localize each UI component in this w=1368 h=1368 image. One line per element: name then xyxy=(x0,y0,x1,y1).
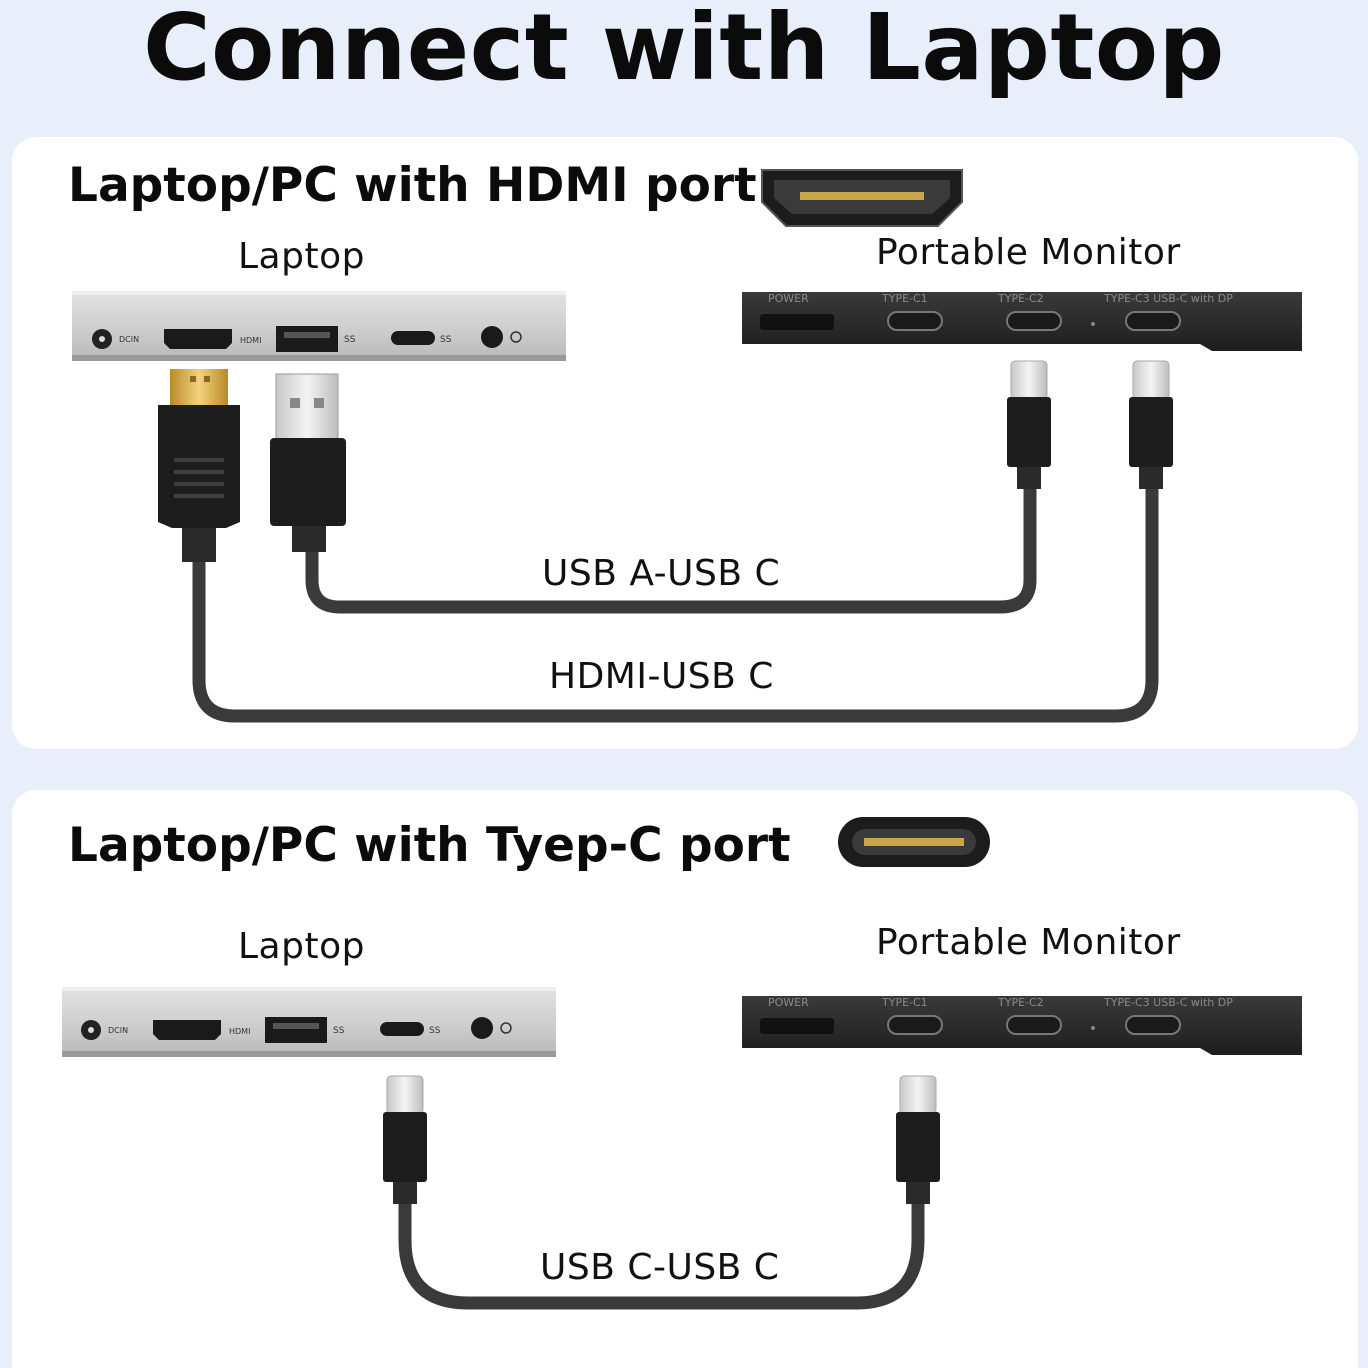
usb-c-plug-b xyxy=(1129,360,1173,489)
usb-c-plug-monitor xyxy=(896,1075,940,1204)
cable-label-usbc-usbc: USB C-USB C xyxy=(540,1247,780,1288)
laptop-side-1: DCIN HDMI SS SS xyxy=(72,291,566,361)
dcin-port-label-1: DCIN xyxy=(119,335,139,344)
ss-label-1b: SS xyxy=(440,335,452,345)
monitor-power-label-2: POWER xyxy=(768,996,809,1009)
monitor-c1-label-2: TYPE-C1 xyxy=(881,996,928,1009)
laptop-label-2: Laptop xyxy=(238,926,365,967)
ss-label-2a: SS xyxy=(333,1026,345,1036)
page-title: Connect with Laptop xyxy=(143,0,1225,101)
usb-c-port-icon xyxy=(838,817,990,867)
monitor-power-label-1: POWER xyxy=(768,292,809,305)
typec-section-panel xyxy=(12,790,1358,1368)
dcin-port-label-2: DCIN xyxy=(108,1026,128,1035)
hdmi-port-label-2: HDMI xyxy=(229,1027,250,1036)
monitor-c2-label-2: TYPE-C2 xyxy=(997,996,1044,1009)
hdmi-port-icon xyxy=(761,169,963,227)
monitor-c3-label-2: TYPE-C3 USB-C with DP xyxy=(1103,996,1233,1009)
hdmi-section-heading: Laptop/PC with HDMI port xyxy=(68,158,757,213)
usb-a-plug xyxy=(270,373,346,552)
ss-label-2b: SS xyxy=(429,1026,441,1036)
usb-c-plug-laptop xyxy=(383,1075,427,1204)
monitor-c2-label-1: TYPE-C2 xyxy=(997,292,1044,305)
laptop-side-2: DCIN HDMI SS SS xyxy=(62,987,556,1057)
usb-c-plug-a xyxy=(1007,360,1051,489)
cable-label-hdmi-usbc: HDMI-USB C xyxy=(549,656,774,697)
monitor-c1-label-1: TYPE-C1 xyxy=(881,292,928,305)
monitor-label-1: Portable Monitor xyxy=(876,232,1181,273)
hdmi-port-label-1: HDMI xyxy=(240,336,261,345)
monitor-side-2: POWER TYPE-C1 TYPE-C2 TYPE-C3 USB-C with… xyxy=(742,996,1302,1055)
ss-label-1a: SS xyxy=(344,335,356,345)
laptop-label-1: Laptop xyxy=(238,236,365,277)
hdmi-plug xyxy=(158,369,240,562)
monitor-label-2: Portable Monitor xyxy=(876,922,1181,963)
cable-label-usba-usbc: USB A-USB C xyxy=(542,553,781,594)
typec-section-heading: Laptop/PC with Tyep-C port xyxy=(68,818,791,873)
monitor-c3-label-1: TYPE-C3 USB-C with DP xyxy=(1103,292,1233,305)
monitor-side-1: POWER TYPE-C1 TYPE-C2 TYPE-C3 USB-C with… xyxy=(742,292,1302,351)
